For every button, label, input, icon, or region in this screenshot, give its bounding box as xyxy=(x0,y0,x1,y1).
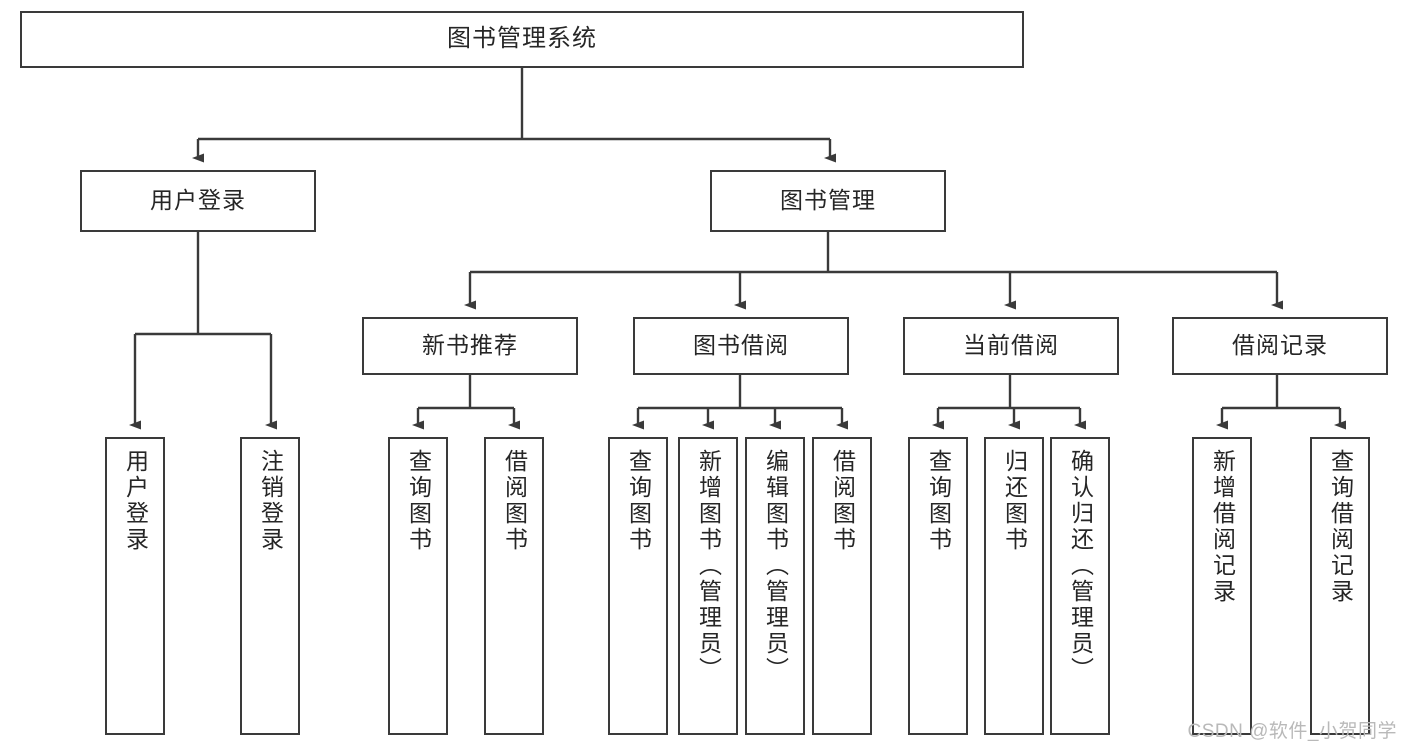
node-leaf-cur-confirm[interactable]: 确认归还（管理员） xyxy=(1050,437,1110,735)
node-leaf-cur-return-label: 归还图书 xyxy=(1001,449,1028,553)
node-current-borrow-label: 当前借阅 xyxy=(963,332,1059,359)
node-leaf-borrow-do-label: 借阅图书 xyxy=(829,449,856,553)
node-book-manage-label: 图书管理 xyxy=(780,187,876,214)
node-leaf-rec-borrow[interactable]: 借阅图书 xyxy=(484,437,544,735)
node-leaf-rec-add[interactable]: 新增借阅记录 xyxy=(1192,437,1252,735)
node-borrow-record[interactable]: 借阅记录 xyxy=(1172,317,1388,375)
node-book-borrow-label: 图书借阅 xyxy=(693,332,789,359)
node-leaf-user-login[interactable]: 用户登录 xyxy=(105,437,165,735)
node-book-manage[interactable]: 图书管理 xyxy=(710,170,946,232)
node-leaf-borrow-query-label: 查询图书 xyxy=(625,449,652,553)
node-leaf-rec-borrow-label: 借阅图书 xyxy=(501,449,528,553)
watermark: CSDN @软件_小贺同学 xyxy=(1187,721,1397,742)
node-leaf-borrow-add-label: 新增图书（管理员） xyxy=(695,449,722,683)
node-leaf-user-login-label: 用户登录 xyxy=(122,449,149,553)
node-root-label: 图书管理系统 xyxy=(447,25,597,53)
node-leaf-cur-query-label: 查询图书 xyxy=(925,449,952,553)
node-leaf-borrow-add[interactable]: 新增图书（管理员） xyxy=(678,437,738,735)
node-leaf-user-logout[interactable]: 注销登录 xyxy=(240,437,300,735)
node-borrow-record-label: 借阅记录 xyxy=(1232,332,1328,359)
node-book-borrow[interactable]: 图书借阅 xyxy=(633,317,849,375)
node-leaf-borrow-edit-label: 编辑图书（管理员） xyxy=(762,449,789,683)
node-leaf-rec-query2-label: 查询借阅记录 xyxy=(1327,449,1354,605)
node-leaf-rec-query-label: 查询图书 xyxy=(405,449,432,553)
node-root[interactable]: 图书管理系统 xyxy=(20,11,1024,68)
node-current-borrow[interactable]: 当前借阅 xyxy=(903,317,1119,375)
node-leaf-cur-confirm-label: 确认归还（管理员） xyxy=(1067,449,1094,683)
node-leaf-cur-return[interactable]: 归还图书 xyxy=(984,437,1044,735)
node-user-login-label: 用户登录 xyxy=(150,187,246,214)
node-leaf-borrow-query[interactable]: 查询图书 xyxy=(608,437,668,735)
node-leaf-user-logout-label: 注销登录 xyxy=(257,449,284,553)
node-user-login[interactable]: 用户登录 xyxy=(80,170,316,232)
node-leaf-borrow-edit[interactable]: 编辑图书（管理员） xyxy=(745,437,805,735)
node-new-book-rec-label: 新书推荐 xyxy=(422,332,518,359)
node-leaf-cur-query[interactable]: 查询图书 xyxy=(908,437,968,735)
node-new-book-rec[interactable]: 新书推荐 xyxy=(362,317,578,375)
node-leaf-rec-add-label: 新增借阅记录 xyxy=(1209,449,1236,605)
node-leaf-rec-query2[interactable]: 查询借阅记录 xyxy=(1310,437,1370,735)
node-leaf-borrow-do[interactable]: 借阅图书 xyxy=(812,437,872,735)
node-leaf-rec-query[interactable]: 查询图书 xyxy=(388,437,448,735)
